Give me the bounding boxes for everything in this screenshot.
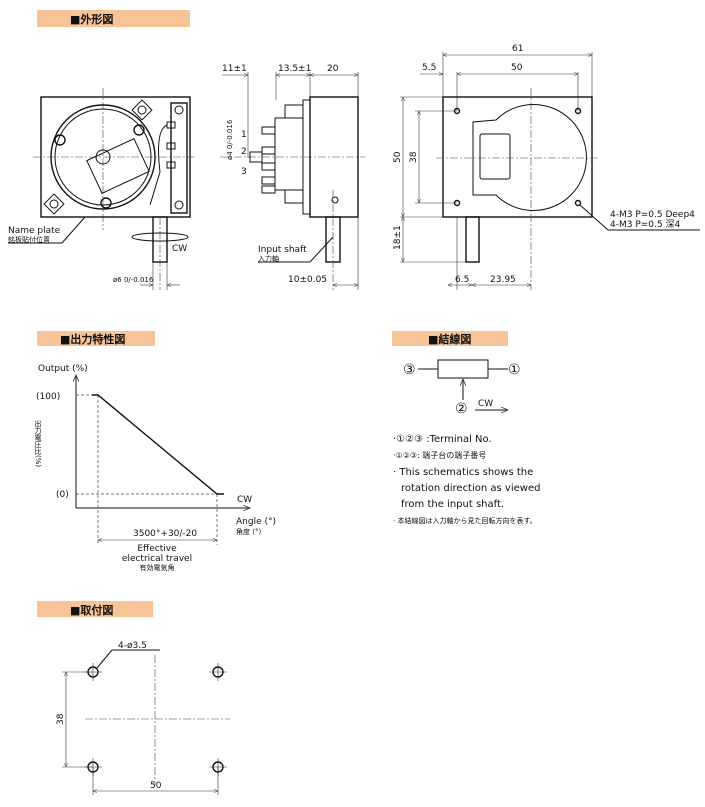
travel-angle-label: 3500°+30/-20 (133, 529, 197, 539)
header-mounting: ■取付図 (37, 601, 153, 617)
side-view: 11±1 13.5±1 20 1 2 3 ø4 0/-0.016 Input s… (220, 64, 365, 290)
y-tick-100: (100) (36, 392, 60, 402)
x-axis-label: Angle (°) (236, 517, 276, 527)
hole-note-jp: 4-M3 P=0.5 深4 (610, 219, 680, 230)
header-wiring-label: ■結線図 (428, 332, 471, 346)
dim-18: 18±1 (393, 225, 403, 250)
mounting-dim-50: 50 (150, 781, 162, 791)
wiring-note: · 本結線図は入力軸から見た回転方向を表す。 (393, 516, 537, 525)
name-plate-label: Name plate (8, 226, 61, 236)
wiring-note: ·①②③ :Terminal No. (393, 434, 492, 445)
terminal-2: ② (455, 401, 468, 417)
y-tick-0: (0) (56, 490, 69, 500)
mounting-holes (84, 663, 227, 776)
dim-5-5: 5.5 (422, 63, 436, 73)
terminal-2-label: 2 (241, 147, 247, 157)
dim-50-horizontal: 50 (511, 63, 523, 73)
wiring-note: from the input shaft. (401, 499, 504, 510)
front-cw-label: CW (172, 244, 187, 254)
dim-6-5: 6.5 (455, 275, 469, 285)
output-line (92, 394, 224, 495)
header-outline-label: ■外形図 (70, 12, 113, 26)
mounting-diagram: 4-ø3.5 38 50 (56, 641, 230, 795)
wiring-diagram: ③ ① ② CW ·①②③ :Terminal No. ·①②③: 端子台の端子… (393, 359, 540, 525)
dim-13-5: 13.5±1 (278, 64, 311, 74)
pin-diameter-label: ø4 0/-0.016 (226, 119, 234, 160)
terminal-1: ① (508, 362, 521, 378)
header-output-label: ■出力特性図 (60, 332, 125, 346)
y-axis-label: Output (%) (38, 364, 88, 374)
terminal-3-label: 3 (241, 167, 247, 177)
travel-en-1: Effective (137, 544, 177, 554)
resistor (437, 359, 489, 379)
dim-23-95: 23.95 (490, 275, 516, 285)
name-plate-label-jp: 銘板貼付位置 (8, 235, 50, 244)
x-axis-label-jp: 角度 (°) (236, 527, 261, 536)
header-output-characteristic: ■出力特性図 (37, 331, 155, 346)
wiring-note: ·①②③: 端子台の端子番号 (393, 450, 486, 460)
header-outline: ■外形図 (37, 10, 190, 27)
chart-cw-label: CW (237, 495, 252, 505)
header-wiring: ■結線図 (392, 331, 508, 346)
mounting-dim-38: 38 (56, 713, 66, 725)
wiring-cw-label: CW (478, 399, 493, 409)
travel-jp: 有効電気角 (140, 563, 175, 572)
wiring-note: rotation direction as viewed (401, 483, 540, 494)
dim-11: 11±1 (222, 64, 247, 74)
back-view: 61 50 5.5 50 38 18±1 6.5 23.95 4-M3 P=0.… (393, 44, 700, 290)
front-view: Name plate 銘板貼付位置 CW ø6 0/-0.016 (8, 88, 195, 290)
shaft-offset-label: 10±0.05 (288, 275, 327, 285)
terminal-3: ③ (403, 362, 416, 378)
dim-61: 61 (512, 44, 523, 54)
y-axis-label-jp: 出力電圧比(%) (34, 419, 42, 467)
dim-38-back: 38 (409, 151, 419, 163)
input-shaft-label-jp: 入力軸 (258, 254, 279, 263)
travel-en-2: electrical travel (122, 554, 192, 564)
shaft-diameter-label: ø6 0/-0.016 (113, 276, 154, 284)
wiring-note: · This schematics shows the (393, 467, 533, 478)
mounting-holes-label: 4-ø3.5 (118, 641, 147, 651)
dim-20: 20 (327, 64, 339, 74)
hole-note-en: 4-M3 P=0.5 Deep4 (610, 210, 695, 220)
output-characteristic-chart: Output (%) (100) (0) 出力電圧比(%) CW Angle (… (34, 364, 276, 572)
input-shaft-label: Input shaft (258, 245, 307, 255)
header-mounting-label: ■取付図 (70, 603, 113, 617)
dim-50-vertical: 50 (393, 151, 403, 163)
terminal-1-label: 1 (241, 130, 247, 140)
